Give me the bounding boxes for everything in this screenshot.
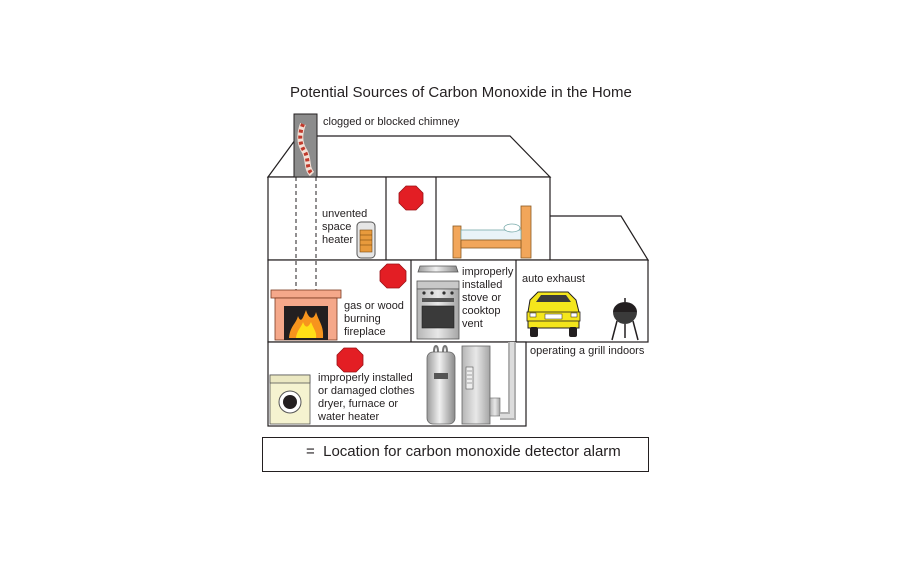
legend xyxy=(262,437,649,472)
legend-text: = Location for carbon monoxide detector … xyxy=(306,443,621,461)
fireplace-icon xyxy=(270,289,342,341)
grill-icon xyxy=(611,298,639,341)
diagram-title: Potential Sources of Carbon Monoxide in … xyxy=(290,84,632,101)
chimney xyxy=(293,113,318,290)
garage-roof xyxy=(548,215,650,261)
stove-icon xyxy=(416,265,460,340)
label-space-heater: unvented space heater xyxy=(322,208,368,246)
clothes-dryer-icon xyxy=(269,374,311,425)
space-heater-icon xyxy=(356,221,376,259)
label-grill: operating a grill indoors xyxy=(530,345,645,357)
water-heater-icon xyxy=(426,345,456,425)
co-alarm-main-floor xyxy=(379,263,407,289)
legend-label: Location for carbon monoxide detector al… xyxy=(323,443,621,460)
bed-icon xyxy=(452,205,532,259)
co-alarm-attic xyxy=(398,185,424,211)
co-alarm-basement xyxy=(336,347,364,373)
label-fireplace: gas or wood burning fireplace xyxy=(344,300,404,338)
furnace-icon xyxy=(461,342,516,425)
label-auto-exhaust: auto exhaust xyxy=(522,273,585,285)
legend-equals: = xyxy=(306,443,315,460)
label-basement-appliances: improperly installed or damaged clothes … xyxy=(318,372,415,423)
label-stove: improperly installed stove or cooktop ve… xyxy=(462,266,514,330)
car-icon xyxy=(526,291,581,337)
label-chimney: clogged or blocked chimney xyxy=(323,116,460,128)
